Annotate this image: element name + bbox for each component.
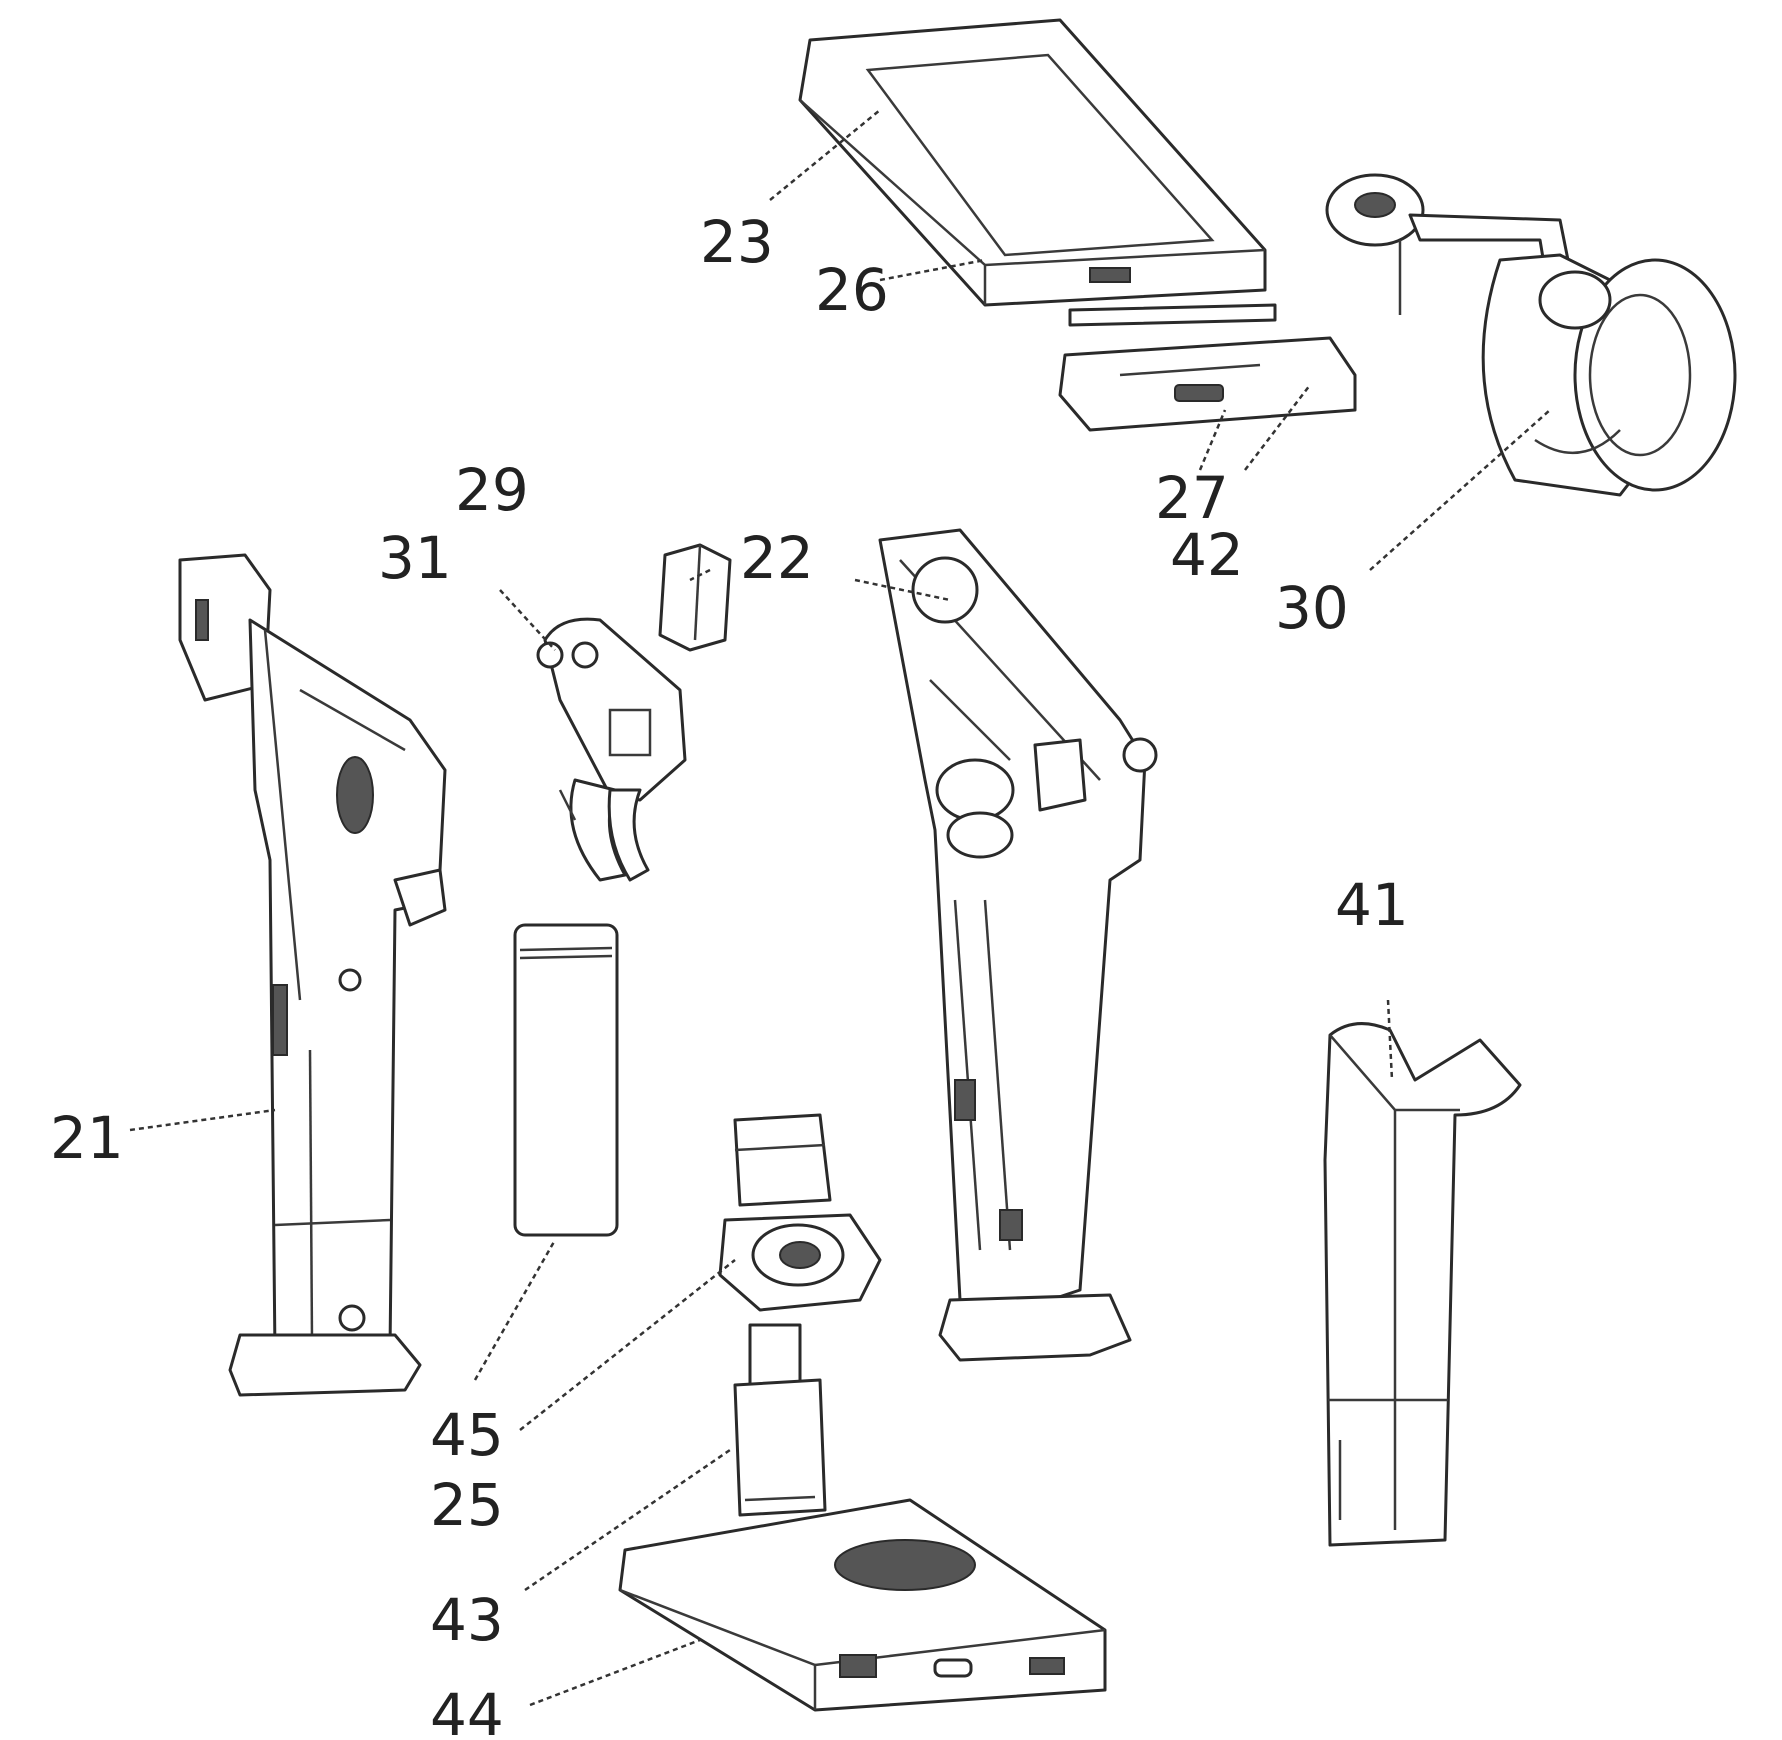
label-41: 41 bbox=[1335, 871, 1409, 939]
label-30: 30 bbox=[1275, 574, 1349, 642]
small-block bbox=[658, 543, 732, 652]
power-bank bbox=[618, 1498, 1107, 1712]
reference-labels: 23 26 27 42 30 29 31 22 41 21 45 25 43 4… bbox=[50, 208, 1409, 1740]
adapter-plug bbox=[733, 1323, 827, 1517]
handle-frame bbox=[878, 528, 1158, 1362]
leader-lines bbox=[129, 109, 1551, 1707]
label-22: 22 bbox=[740, 524, 814, 592]
label-45: 45 bbox=[430, 1401, 504, 1469]
grip-sleeve bbox=[1323, 1022, 1522, 1547]
battery-cell bbox=[513, 923, 619, 1237]
label-44: 44 bbox=[430, 1681, 504, 1740]
label-27: 27 bbox=[1155, 464, 1229, 532]
mount-plate bbox=[1058, 303, 1357, 432]
gimbal-head bbox=[1325, 173, 1737, 497]
label-31: 31 bbox=[378, 524, 452, 592]
label-26: 26 bbox=[815, 256, 889, 324]
label-43: 43 bbox=[430, 1586, 504, 1654]
label-29: 29 bbox=[455, 456, 529, 524]
battery-pack bbox=[178, 553, 447, 1397]
label-21: 21 bbox=[50, 1104, 124, 1172]
label-42: 42 bbox=[1170, 521, 1244, 589]
trigger-module bbox=[536, 617, 687, 882]
base-connector bbox=[718, 1113, 882, 1312]
label-25: 25 bbox=[430, 1471, 504, 1539]
label-23: 23 bbox=[700, 208, 774, 276]
display-unit bbox=[798, 18, 1267, 307]
